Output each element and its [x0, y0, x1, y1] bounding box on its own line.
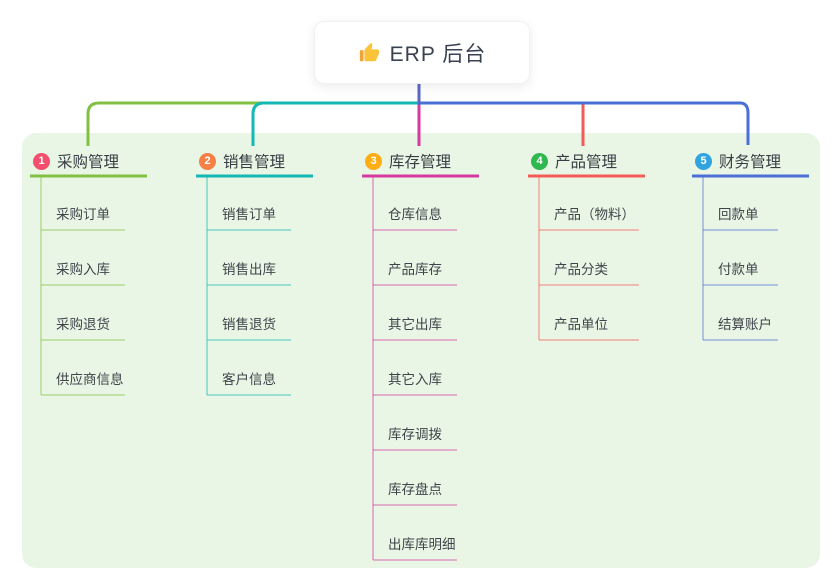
branch-node-sales[interactable]: 2 销售管理: [199, 149, 285, 173]
child-node[interactable]: 付款单: [718, 262, 759, 277]
branch-badge: 4: [531, 152, 548, 170]
child-node[interactable]: 销售出库: [222, 262, 276, 277]
branch-label: 销售管理: [223, 154, 286, 171]
root-label: ERP 后台: [389, 42, 487, 66]
branch-label: 财务管理: [719, 154, 782, 171]
child-node[interactable]: 客户信息: [222, 372, 276, 387]
branch-node-inventory[interactable]: 3 库存管理: [365, 149, 451, 173]
child-node[interactable]: 销售退货: [222, 317, 276, 332]
branch-4-lines: [528, 174, 645, 341]
child-node[interactable]: 产品库存: [388, 262, 442, 277]
child-node[interactable]: 仓库信息: [388, 207, 442, 222]
root-node[interactable]: ERP 后台: [314, 21, 530, 84]
child-node[interactable]: 采购退货: [56, 317, 110, 332]
branch-badge: 3: [365, 152, 382, 170]
child-node[interactable]: 回款单: [718, 207, 759, 222]
child-node[interactable]: 采购订单: [56, 207, 110, 222]
child-node[interactable]: 产品分类: [554, 262, 608, 277]
child-node[interactable]: 销售订单: [222, 207, 276, 222]
branch-5-connector: [419, 101, 750, 145]
child-node[interactable]: 库存调拨: [388, 427, 442, 442]
branch-1-lines: [30, 174, 147, 396]
child-node[interactable]: 库存盘点: [388, 482, 442, 497]
branch-badge: 5: [695, 152, 712, 170]
branch-1-connector: [86, 101, 419, 146]
branch-5-lines: [692, 174, 809, 341]
branch-node-purchase[interactable]: 1 采购管理: [33, 149, 119, 173]
child-node[interactable]: 采购入库: [56, 262, 110, 277]
branch-node-product[interactable]: 4 产品管理: [531, 149, 617, 173]
branch-label: 采购管理: [57, 154, 120, 171]
child-node[interactable]: 其它入库: [388, 372, 442, 387]
branch-2-connector: [251, 101, 419, 146]
branch-2-lines: [196, 174, 313, 396]
child-node[interactable]: 供应商信息: [56, 372, 124, 387]
mindmap-board: [22, 133, 820, 568]
child-node[interactable]: 结算账户: [718, 317, 772, 332]
branch-badge: 2: [199, 152, 216, 170]
child-node[interactable]: 产品（物料）: [554, 207, 635, 222]
thumbs-up-icon: [358, 42, 380, 64]
branch-3-lines: [362, 174, 479, 561]
child-node[interactable]: 其它出库: [388, 317, 442, 332]
child-node[interactable]: 出库库明细: [388, 537, 456, 552]
child-node[interactable]: 产品单位: [554, 317, 608, 332]
branch-label: 库存管理: [389, 154, 452, 171]
branch-badge: 1: [33, 152, 50, 170]
branch-4-connector: [419, 101, 585, 146]
branch-label: 产品管理: [555, 154, 618, 171]
branch-node-finance[interactable]: 5 财务管理: [695, 149, 781, 173]
